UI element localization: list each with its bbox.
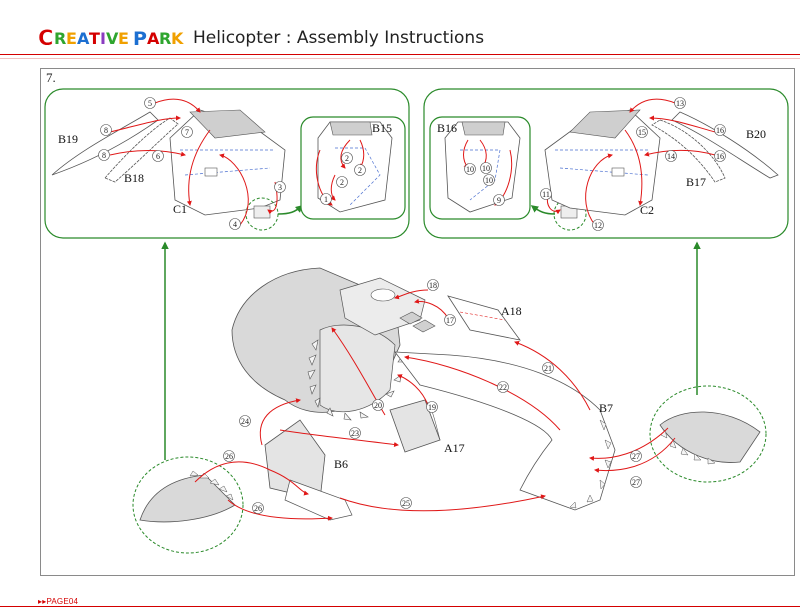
- svg-text:V: V: [106, 29, 119, 48]
- fold-line-c1: [180, 149, 275, 176]
- header-divider: [0, 54, 800, 55]
- svg-text:R: R: [159, 29, 171, 48]
- connector-label: 16: [716, 152, 724, 161]
- connector-label: 6: [156, 152, 160, 161]
- page-arrow-icon: ▸▸: [38, 597, 47, 606]
- connector-label: 1: [324, 195, 328, 204]
- part-b6-shape: [264, 419, 326, 501]
- connector-group-b16: 10 10 10 9: [464, 162, 505, 206]
- step-number: 7.: [46, 70, 56, 85]
- part-label-c1: C1: [173, 202, 187, 216]
- connector-label: 13: [676, 99, 684, 108]
- connector-label: 24: [241, 417, 249, 426]
- connector-label: 2: [358, 166, 362, 175]
- part-label-c2: C2: [640, 203, 654, 217]
- footer-divider: [0, 606, 800, 607]
- connector-label: 5: [148, 99, 152, 108]
- connector-group-right: 13 15 16 16 14 11 12: [540, 97, 726, 231]
- callout-panel-right: [423, 88, 789, 239]
- connector-label: 9: [497, 196, 501, 205]
- connector-label: 14: [667, 152, 675, 161]
- connector-group-left: 5 7 8 8 6 3 4: [98, 97, 286, 230]
- svg-text:R: R: [54, 29, 66, 48]
- connector-label: 3: [278, 183, 282, 192]
- connector-label: 16: [716, 126, 724, 135]
- connector-label: 25: [402, 499, 410, 508]
- part-b20-shape: [671, 111, 779, 179]
- connector-label: 11: [542, 190, 550, 199]
- connector-label: 18: [429, 281, 437, 290]
- connector-label: 10: [485, 176, 493, 185]
- connector-label: 12: [594, 221, 602, 230]
- connector-label: 8: [102, 151, 106, 160]
- connector-label: 26: [254, 504, 262, 513]
- part-b18-shape: [104, 117, 179, 183]
- instruction-frame: [40, 68, 795, 576]
- connector-label: 2: [345, 154, 349, 163]
- connector-label: 21: [544, 364, 552, 373]
- connector-label: 4: [233, 220, 237, 229]
- document-title: Helicopter : Assembly Instructions: [193, 28, 485, 48]
- part-label-b16: B16: [437, 121, 457, 135]
- connector-label: 19: [428, 403, 436, 412]
- connector-label: 15: [638, 128, 646, 137]
- svg-text:E: E: [118, 29, 129, 48]
- connector-group-b15: 2 2 2 1: [320, 152, 366, 205]
- connector-label: 7: [185, 128, 189, 137]
- svg-text:A: A: [77, 29, 90, 48]
- svg-text:K: K: [171, 29, 184, 48]
- small-box-left: [253, 205, 271, 219]
- page-number: ▸▸PAGE04: [38, 597, 79, 606]
- creative-park-logo: C R E A T I V E P A R K: [38, 26, 184, 50]
- part-label-a17: A17: [444, 441, 465, 455]
- part-label-b6: B6: [334, 457, 348, 471]
- svg-text:E: E: [66, 29, 77, 48]
- tab-c1: [204, 167, 218, 177]
- svg-text:A: A: [147, 29, 160, 48]
- part-label-b20: B20: [746, 127, 766, 141]
- svg-text:P: P: [133, 28, 147, 50]
- header-divider-thin: [0, 58, 800, 59]
- part-b19-shape: [51, 111, 159, 176]
- part-a18-shape: [447, 295, 521, 341]
- part-b7-shape: [394, 351, 616, 511]
- part-label-b17: B17: [686, 175, 706, 189]
- connector-label: 2: [340, 178, 344, 187]
- detail-circle-right-main: [649, 385, 767, 483]
- detail-circle-right: [553, 197, 587, 231]
- part-label-b7: B7: [599, 401, 613, 415]
- connector-label: 17: [446, 316, 454, 325]
- svg-text:T: T: [89, 29, 100, 48]
- connector-label: 27: [632, 452, 640, 461]
- connector-label: 8: [104, 126, 108, 135]
- connector-label: 22: [499, 383, 507, 392]
- connector-label: 27: [632, 478, 640, 487]
- part-label-b15: B15: [372, 121, 392, 135]
- connector-label: 10: [482, 164, 490, 173]
- connector-label: 26: [225, 452, 233, 461]
- connector-group-main: 18 17 21 22 19 20 23 24 26 26 25 27 27: [223, 279, 642, 514]
- svg-text:I: I: [100, 29, 106, 48]
- callout-panel-left: [44, 88, 410, 239]
- connector-label: 23: [351, 429, 359, 438]
- part-label-b19: B19: [58, 132, 78, 146]
- svg-text:C: C: [38, 26, 53, 50]
- connector-label: 10: [466, 165, 474, 174]
- part-b17-shape: [651, 119, 726, 183]
- detail-circle-left-main: [132, 456, 244, 554]
- connector-label: 20: [374, 401, 382, 410]
- part-label-a18: A18: [501, 304, 522, 318]
- part-label-b18: B18: [124, 171, 144, 185]
